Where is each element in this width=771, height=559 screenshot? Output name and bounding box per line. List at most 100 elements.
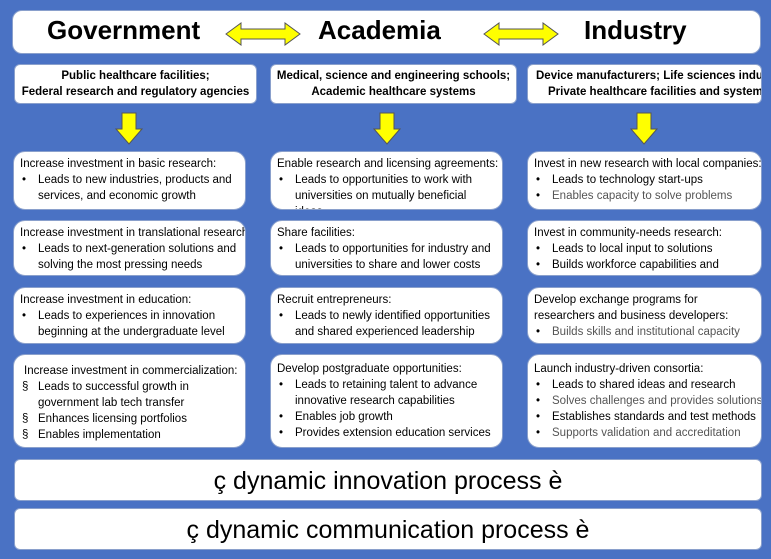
card-item: § Enhances licensing portfolios [20, 411, 239, 427]
card-item: § Leads to successful growth in governmen… [20, 379, 239, 411]
card-item: • Leads to opportunities to work with uni… [277, 172, 496, 209]
communication-process-bar: ç dynamic communication process è [14, 508, 762, 550]
card-item: § Enables implementation [20, 427, 239, 443]
card-item-text: Builds skills and institutional capacity [552, 326, 740, 338]
card-item: • Establishes standards and test methods [534, 409, 756, 425]
acad-card-research-licensing: Enable research and licensing agreements… [270, 151, 503, 210]
card-item: • Leads to technology start-ups [534, 172, 755, 188]
bullet-icon: • [22, 243, 27, 255]
card-title: Develop exchange programs for researcher… [534, 294, 729, 322]
bullet-icon: § [22, 381, 29, 393]
card-item-text: Leads to shared ideas and research [552, 379, 736, 391]
card-item: • Enables capacity to solve problems [534, 188, 755, 204]
acad-card-share-facilities: Share facilities: •Leads to opportunitie… [270, 220, 503, 276]
card-item: • Builds skills and institutional capacit… [534, 324, 755, 340]
industry-subtitle: Device manufacturers; Life sciences indu… [527, 64, 762, 104]
bullet-icon: • [536, 411, 541, 423]
card-item-text: Supports validation and accreditation [552, 427, 741, 439]
card-item: •Leads to opportunities for industry and… [277, 241, 496, 273]
gov-card-commercialization: Increase investment in commercialization… [13, 354, 246, 448]
card-item: • Leads to local input to solutions [534, 241, 755, 257]
ind-card-community-research: Invest in community-needs research: • Lea… [527, 220, 762, 276]
card-item-text: Establishes standards and test methods [552, 411, 756, 423]
bullet-icon: • [536, 243, 541, 255]
subtitle-line: Academic healthcare systems [311, 86, 476, 98]
card-item-text: Builds workforce capabilities and capaci… [552, 259, 719, 271]
card-item-text: Leads to experiences in innovation begin… [38, 310, 225, 338]
down-arrow-icon [115, 112, 143, 145]
academia-heading: Academia [318, 15, 441, 45]
bullet-icon: § [22, 429, 29, 441]
bullet-icon: • [536, 395, 541, 407]
ind-card-exchange-programs: Develop exchange programs for researcher… [527, 287, 762, 344]
card-title: Increase investment in commercialization… [24, 365, 238, 377]
down-arrow-icon [373, 112, 401, 145]
card-item-text: Leads to new industries, products and se… [38, 174, 232, 202]
card-item-text: Enhances licensing portfolios [38, 413, 187, 425]
card-item: • Leads to shared ideas and research [534, 377, 755, 393]
bullet-icon: • [279, 310, 284, 322]
card-item: • Supports validation and accreditation [534, 425, 755, 441]
card-item: • Enables job growth [277, 409, 496, 425]
card-title: Share facilities: [277, 227, 355, 239]
double-arrow-icon [483, 22, 559, 46]
card-item: • Leads to next-generation solutions and … [20, 241, 239, 273]
bullet-icon: • [536, 427, 541, 439]
bullet-icon: • [279, 427, 284, 439]
subtitle-line: Device manufacturers; Life sciences indu… [536, 70, 762, 82]
industry-heading: Industry [584, 15, 687, 45]
card-item: • Leads to newly identified opportunities… [277, 308, 496, 340]
subtitle-line: Public healthcare facilities; [61, 70, 210, 82]
card-title: Increase investment in basic research: [20, 158, 217, 170]
gov-card-education: Increase investment in education: • Leads… [13, 287, 246, 344]
card-item-text: Enables job growth [295, 411, 393, 423]
bullet-icon: • [22, 174, 27, 186]
card-item-text: Leads to successful growth in government… [38, 381, 189, 409]
bullet-icon: • [279, 411, 284, 423]
card-title: Increase investment in translational res… [20, 227, 246, 239]
gov-card-basic-research: Increase investment in basic research: •… [13, 151, 246, 210]
card-item-text: Leads to next-generation solutions and s… [38, 243, 237, 271]
bullet-icon: • [536, 190, 541, 202]
card-title: Recruit entrepreneurs: [277, 294, 392, 306]
down-arrow-icon [630, 112, 658, 145]
card-title: Launch industry-driven consortia: [534, 363, 704, 375]
card-item: • Leads to retaining talent to advance in… [277, 377, 496, 409]
bullet-icon: § [22, 413, 29, 425]
card-item: •Builds workforce capabilities and capac… [534, 257, 755, 275]
card-title: Increase investment in education: [20, 294, 192, 306]
card-title: Invest in community-needs research: [534, 227, 722, 239]
government-heading: Government [47, 15, 201, 45]
gov-card-translational: Increase investment in translational res… [13, 220, 246, 276]
card-item-text: Enables capacity to solve problems [552, 190, 733, 202]
card-title: Enable research and licensing agreements… [277, 158, 499, 170]
ind-card-local-research: Invest in new research with local compan… [527, 151, 762, 210]
card-item-text: Leads to retaining talent to advance inn… [295, 379, 478, 407]
bullet-icon: • [536, 174, 541, 186]
card-item-text: Leads to newly identified opportunities … [295, 310, 490, 338]
bullet-icon: • [22, 310, 27, 322]
card-item-text: Leads to opportunities to work with univ… [295, 174, 473, 209]
acad-card-entrepreneurs: Recruit entrepreneurs: • Leads to newly i… [270, 287, 503, 344]
subtitle-line: Federal research and regulatory agencies [21, 86, 250, 98]
academia-subtitle: Medical, science and engineering schools… [270, 64, 517, 104]
subtitle-line: Private healthcare facilities and system… [548, 86, 762, 98]
card-item-text: Enables implementation [38, 429, 161, 441]
bullet-icon: • [279, 243, 284, 255]
card-item: •Provides extension education services [277, 425, 496, 441]
bullet-icon: • [279, 379, 284, 391]
double-arrow-icon [225, 22, 301, 46]
bullet-icon: • [536, 379, 541, 391]
card-item-text: Leads to local input to solutions [552, 243, 713, 255]
ind-card-consortia: Launch industry-driven consortia: • Leads… [527, 354, 762, 448]
card-item-text: Leads to technology start-ups [552, 174, 703, 186]
card-item: • Leads to experiences in innovation begi… [20, 308, 239, 340]
card-title: Invest in new research with local compan… [534, 158, 762, 170]
acad-card-postgraduate: Develop postgraduate opportunities: • Lea… [270, 354, 503, 448]
bullet-icon: • [536, 326, 541, 338]
bullet-icon: • [279, 174, 284, 186]
header-bar: Government Academia Industry [12, 10, 761, 54]
subtitle-line: Medical, science and engineering schools… [276, 70, 511, 82]
card-item-text: Solves challenges and provides solutions [552, 395, 762, 407]
card-title: Develop postgraduate opportunities: [277, 363, 462, 375]
